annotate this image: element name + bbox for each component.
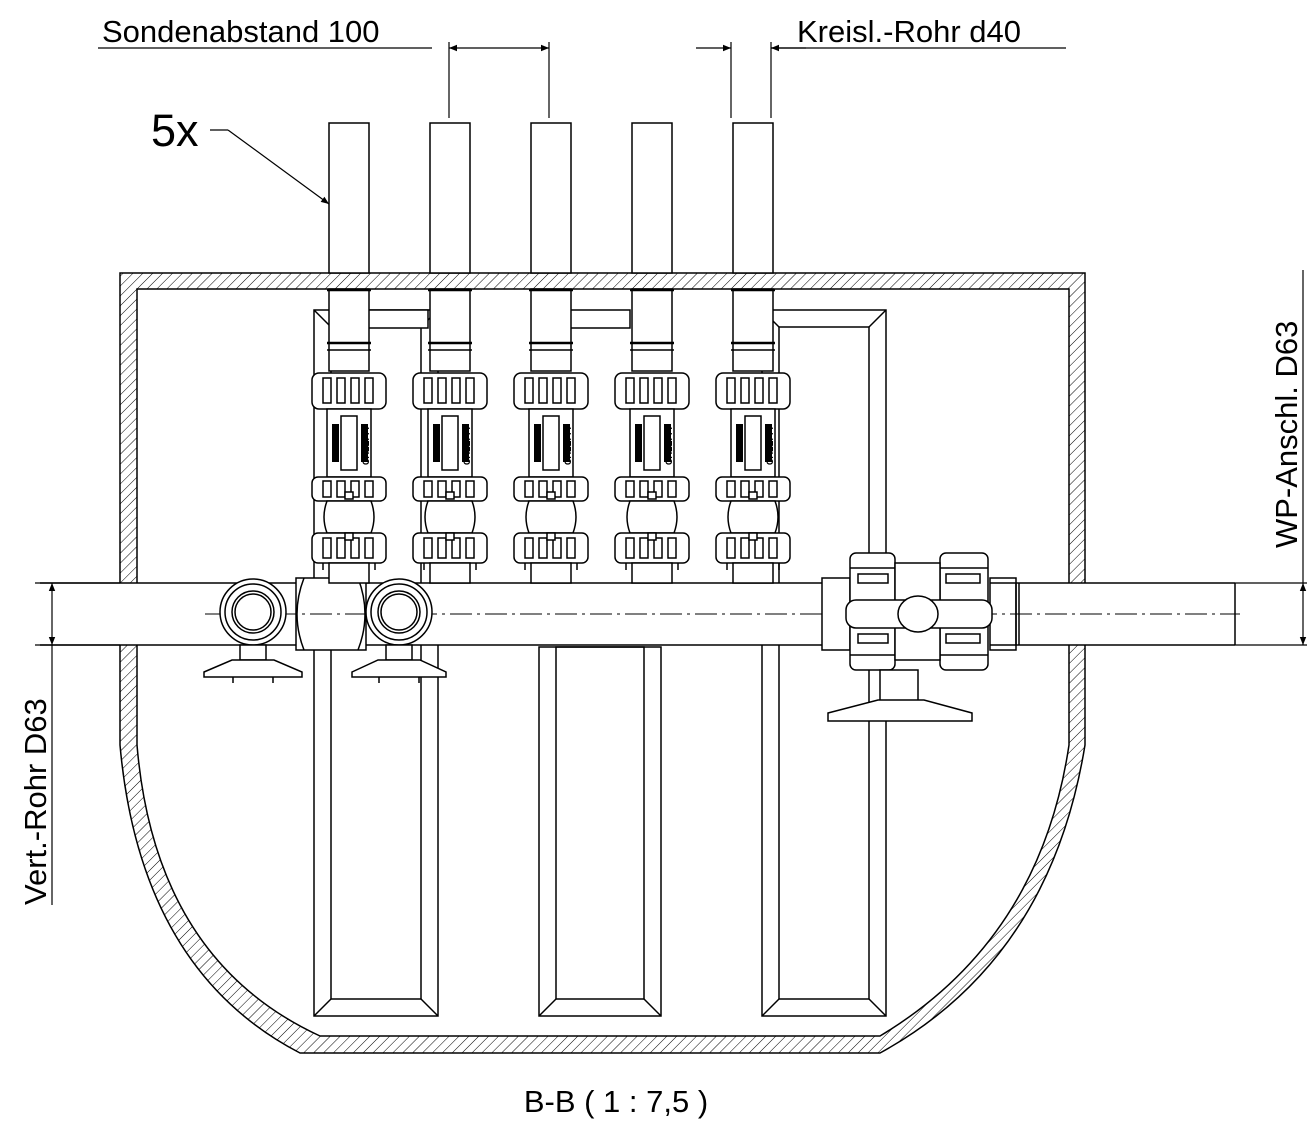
circuit-3: CALEFFI	[513, 122, 589, 584]
cross-bars	[367, 309, 631, 329]
circuit-group: CALEFFI CALEFFI CALEFFI CALEFFI CALEFFI	[311, 122, 791, 584]
brand-logo: CALEFFI	[462, 427, 472, 465]
count-leader	[210, 129, 330, 205]
label-circuit-pipe: Kreisl.-Rohr d40	[797, 14, 1021, 49]
drain-valve-right	[351, 578, 447, 683]
circuit-5: CALEFFI	[715, 122, 791, 584]
shaft-wall	[119, 272, 1086, 1054]
brand-logo: CALEFFI	[361, 427, 371, 465]
label-probe-spacing: Sondenabstand 100	[102, 14, 380, 49]
frame-middle	[538, 646, 662, 1017]
brand-logo: CALEFFI	[563, 427, 573, 465]
section-title: B-B ( 1 : 7,5 )	[524, 1084, 708, 1119]
circuit-1: CALEFFI	[311, 122, 387, 584]
circuit-pipe	[530, 122, 572, 274]
dimension-distribution-pipe	[35, 582, 120, 905]
circuit-pipe	[631, 122, 673, 274]
label-distribution-pipe: Vert.-Rohr D63	[18, 698, 53, 905]
drain-valve-left	[203, 578, 303, 683]
label-count: 5x	[151, 105, 199, 156]
circuit-pipe	[429, 122, 471, 274]
label-heat-pump-connection: WP-Anschl. D63	[1269, 321, 1304, 548]
dimension-circuit-pipe	[696, 42, 1066, 118]
dimension-probe-spacing	[98, 42, 550, 118]
brand-logo: CALEFFI	[664, 427, 674, 465]
brand-logo: CALEFFI	[765, 427, 775, 465]
circuit-4: CALEFFI	[614, 122, 690, 584]
main-ball-valve	[821, 552, 1017, 722]
circuit-pipe	[328, 122, 370, 274]
dimension-heat-pump	[1235, 270, 1307, 646]
circuit-2: CALEFFI	[412, 122, 488, 584]
circuit-pipe	[732, 122, 774, 274]
